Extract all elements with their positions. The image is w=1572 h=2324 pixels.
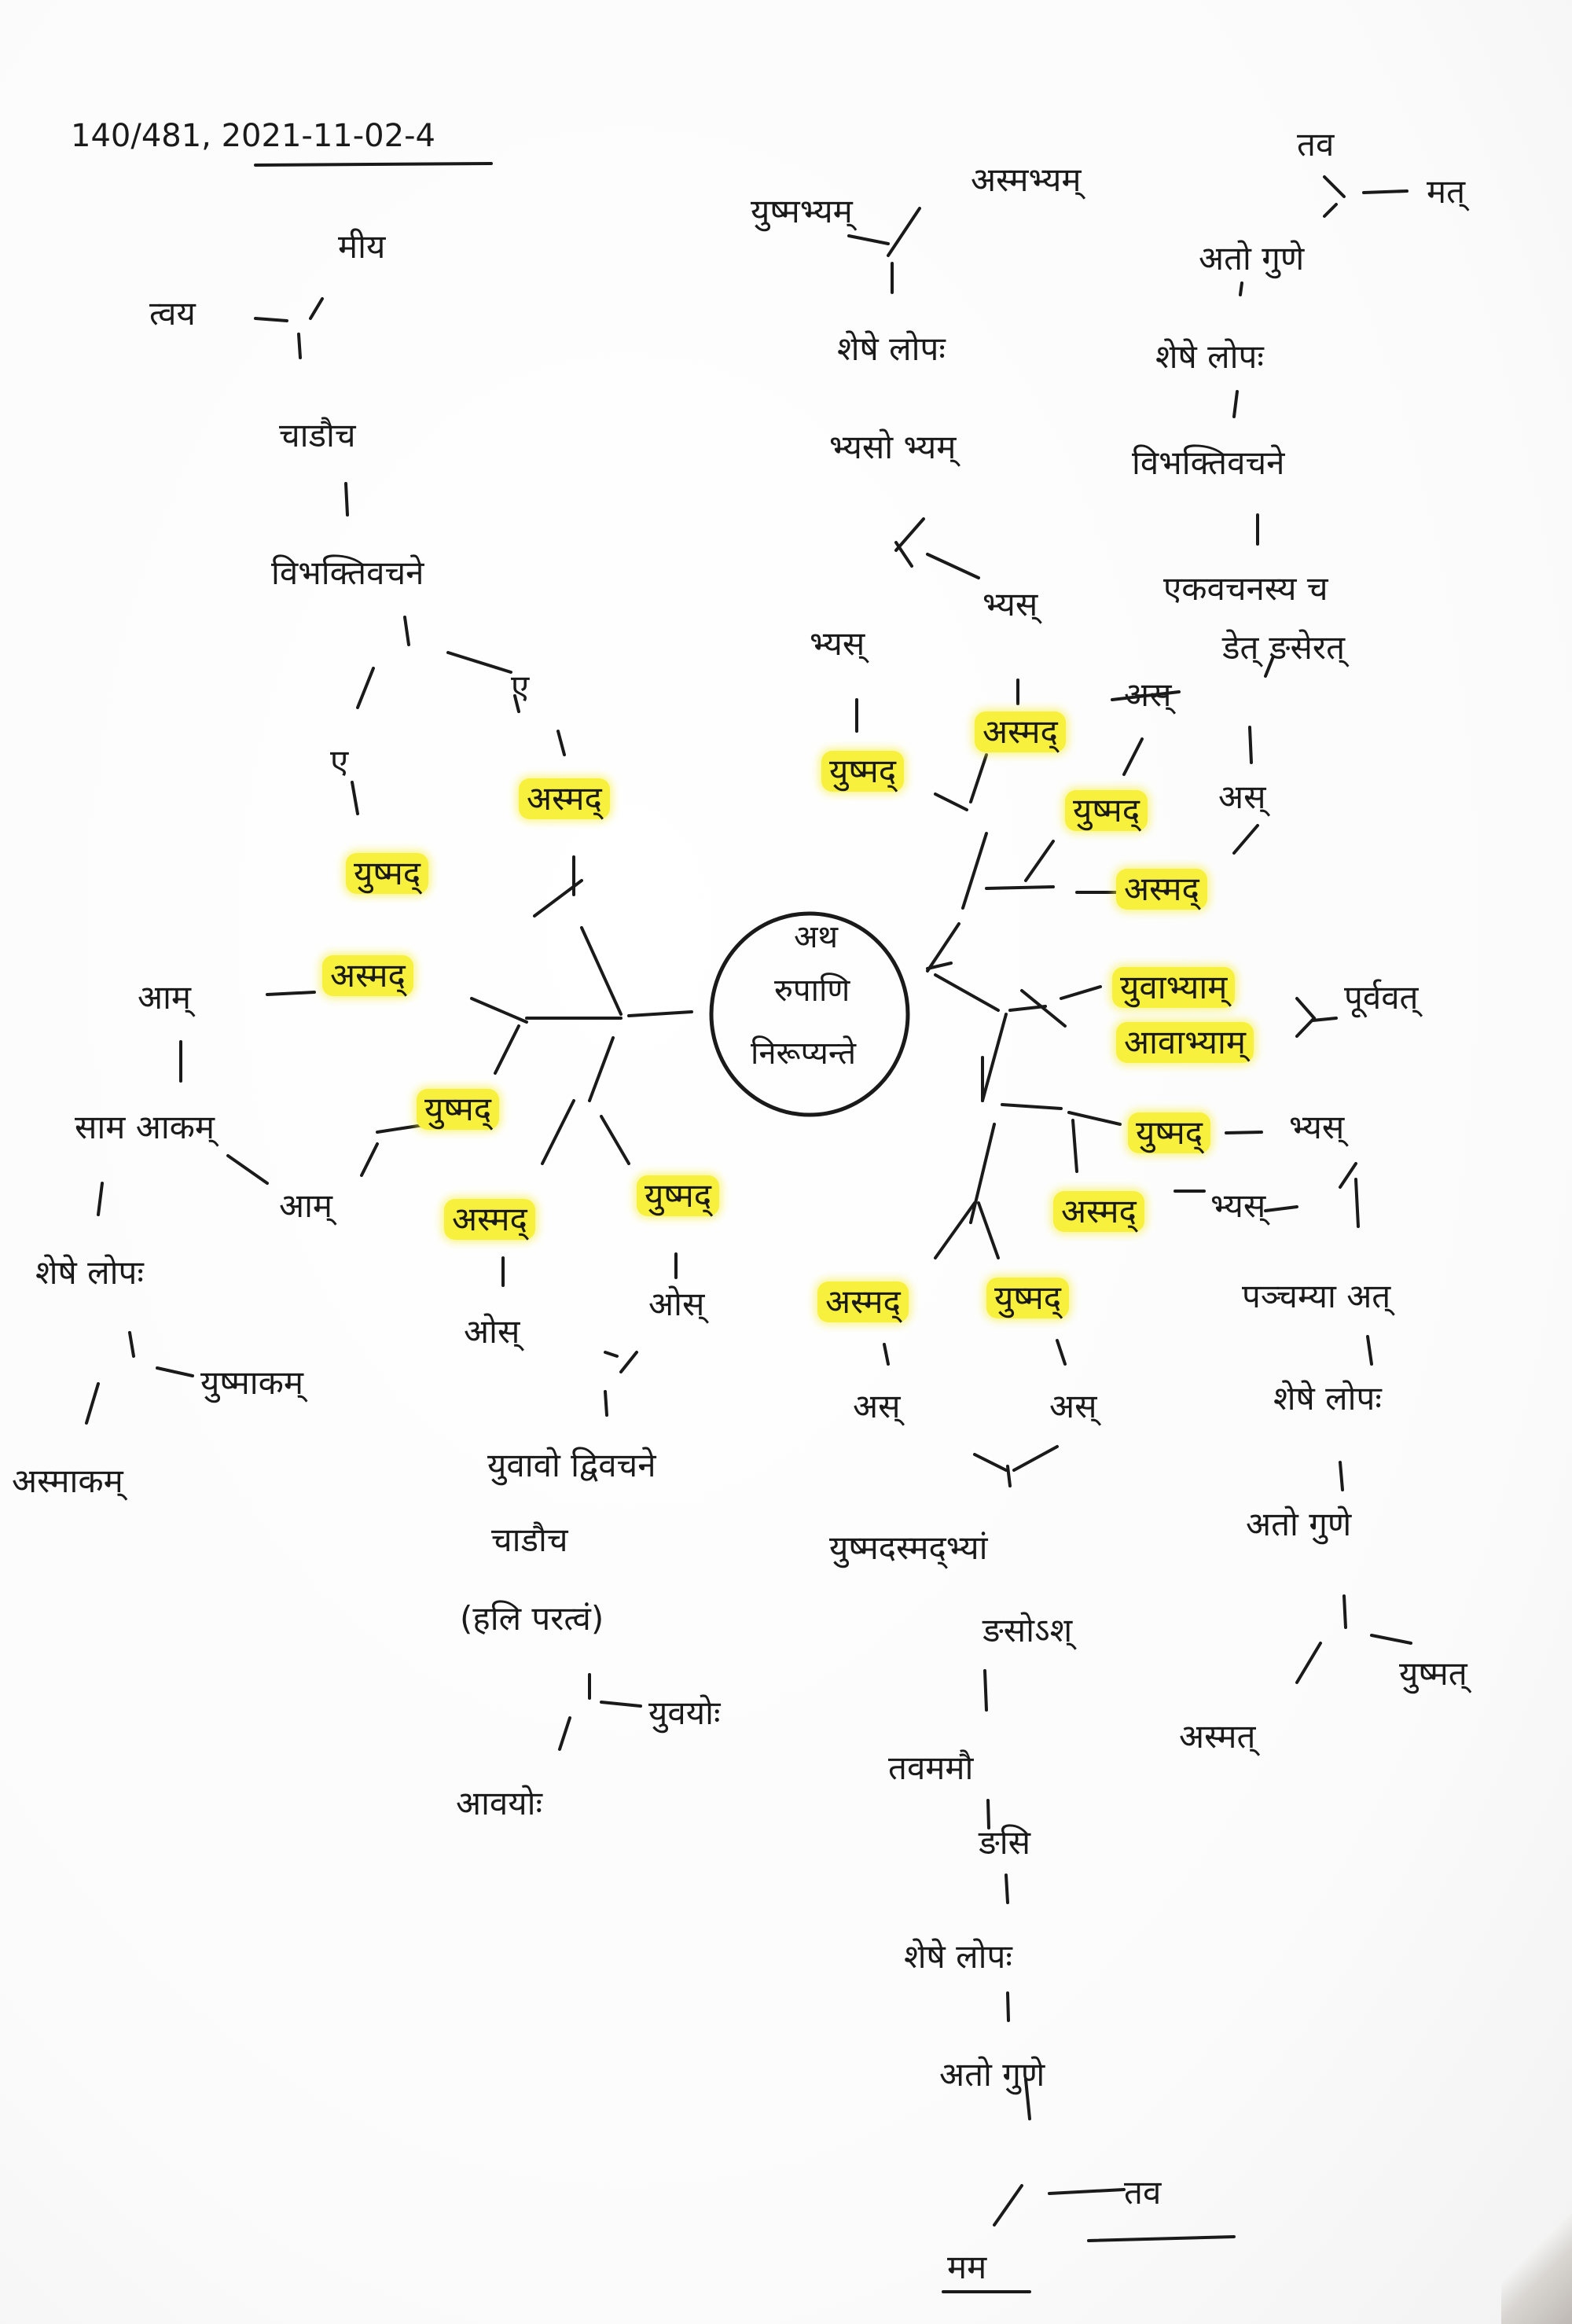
node-tavamamau: तवममौ xyxy=(888,1749,974,1787)
node-bhyaso-bhyam: भ्यसो भ्यम् xyxy=(829,428,957,466)
node-am-lower: आम् xyxy=(279,1186,333,1225)
node-yuvabhyam: युवाभ्याम् xyxy=(1112,967,1236,1009)
node-asmad-left-mid: अस्मद् xyxy=(322,955,413,997)
page-corner-shadow xyxy=(1501,2206,1572,2324)
node-det-naseret: डेत् ङसेरत् xyxy=(1222,628,1346,667)
center-title-line-1: अथ xyxy=(794,919,839,955)
node-yuvavo-dvivacane: युवावो द्विवचने xyxy=(487,1446,656,1484)
node-miya: मीय xyxy=(338,227,386,266)
node-asmat: अस्मत् xyxy=(1179,1717,1256,1756)
node-yusmad-bottom: युष्मद् xyxy=(986,1278,1070,1319)
node-sama-akam: साम आकम् xyxy=(75,1108,215,1146)
node-naso-sh: ङसोऽश् xyxy=(982,1611,1073,1649)
node-ato-gunah-right-low: अतो गुणे xyxy=(1246,1505,1352,1543)
node-avayoh: आवयोः xyxy=(456,1784,542,1822)
node-avabhyam: आवाभ्याम् xyxy=(1116,1022,1254,1064)
node-yusmad-top: युष्मद् xyxy=(821,751,905,792)
node-purvavat: पूर्ववत् xyxy=(1344,978,1419,1017)
node-sheso-lopah-top: शेषे लोपः xyxy=(837,329,946,368)
node-yusmat: युष्मत् xyxy=(1399,1654,1467,1693)
node-bhyas-right-mid: भ्यस् xyxy=(1289,1108,1345,1146)
node-yusmabhyam-top: युष्मभ्यम् xyxy=(751,192,853,230)
node-os-right: ओस् xyxy=(648,1285,705,1323)
node-bhyas-right-top: भ्यस् xyxy=(982,585,1038,623)
center-title-line-2: रुपाणि xyxy=(774,973,850,1009)
node-bhyas-right-lower: भ्यस् xyxy=(1210,1186,1266,1225)
node-as-right-1: अस् xyxy=(1124,675,1172,714)
node-sheso-lopah-right-top: शेषे लोपः xyxy=(1155,337,1264,376)
node-as-bottom-right: अस् xyxy=(1049,1387,1097,1425)
node-e-right: ए xyxy=(511,667,530,706)
node-yusmakam: युष्माकम् xyxy=(200,1363,303,1402)
node-vibhaktau-right: विभक्तिवचने xyxy=(1132,443,1285,482)
node-ato-gunah-top: अतो गुणे xyxy=(1199,239,1305,278)
node-asmad-mid: अस्मद् xyxy=(444,1199,535,1241)
node-yuvayoh: युवयोः xyxy=(648,1693,721,1732)
node-yusmad-right-mid: युष्मद् xyxy=(1128,1112,1211,1154)
node-ekavacanasya: एकवचनस्य च xyxy=(1163,569,1328,608)
node-tava-bottom: तव xyxy=(1124,2173,1162,2212)
node-am-left: आम् xyxy=(138,978,192,1017)
node-asmad-top: अस्मद् xyxy=(975,712,1066,753)
node-tvaya: त्वय xyxy=(149,294,196,333)
node-yusmad-left-upper: युष्मद् xyxy=(346,853,429,895)
node-asmad-right-mid: अस्मद् xyxy=(1053,1191,1144,1233)
node-hali-paratvam: (हलि परत्वं) xyxy=(460,1599,604,1638)
node-pancamya-at: पञ्चम्या अत् xyxy=(1242,1277,1391,1315)
node-sheso-lopah-right-low: शेषे लोपः xyxy=(1273,1379,1382,1418)
node-bhyas-left-top: भ्यस् xyxy=(810,624,865,663)
node-ato-gunah-bottom: अतो गुणे xyxy=(939,2055,1045,2094)
node-yusmad-left-lower: युष्मद् xyxy=(417,1089,500,1131)
node-yusmad-mid: युष्मद् xyxy=(637,1175,720,1217)
node-tava-top: तव xyxy=(1297,125,1335,164)
node-e-left: ए xyxy=(330,742,349,781)
node-as-right-2: अस् xyxy=(1218,778,1266,816)
node-caduca-left: चाडौच xyxy=(279,416,356,454)
node-sheso-lopah-bottom: शेषे लोपः xyxy=(904,1937,1012,1976)
node-asmabhyam-top: अस्मभ्यम् xyxy=(971,160,1082,199)
node-asmad-bottom: अस्मद् xyxy=(817,1282,909,1323)
node-sheso-lopah-left: शेषे लोपः xyxy=(35,1253,144,1292)
node-yusmad-right-upper: युष्मद् xyxy=(1065,790,1148,832)
node-caduca-mid: चाडौच xyxy=(491,1521,568,1559)
page-reference-number: 140/481, 2021-11-02-4 xyxy=(71,118,435,154)
node-asmakam: अस्माकम् xyxy=(12,1462,123,1500)
center-title-line-3: निरूप्यन्ते xyxy=(751,1035,856,1072)
node-vibhaktau-left: विभक्तिवचने xyxy=(271,553,424,592)
node-as-bottom-left: अस् xyxy=(853,1387,901,1425)
node-yusmad-asmadbhyam: युष्मदस्मद्भ्यां xyxy=(829,1528,988,1567)
node-os-left: ओस् xyxy=(464,1312,520,1351)
node-asmad-right-upper: अस्मद् xyxy=(1116,869,1207,910)
node-mama-bottom: मम xyxy=(947,2248,987,2286)
node-asmad-left-upper: अस्मद् xyxy=(519,778,610,820)
node-nasi: ङसि xyxy=(979,1823,1031,1862)
node-mat-top: मत् xyxy=(1427,172,1466,211)
